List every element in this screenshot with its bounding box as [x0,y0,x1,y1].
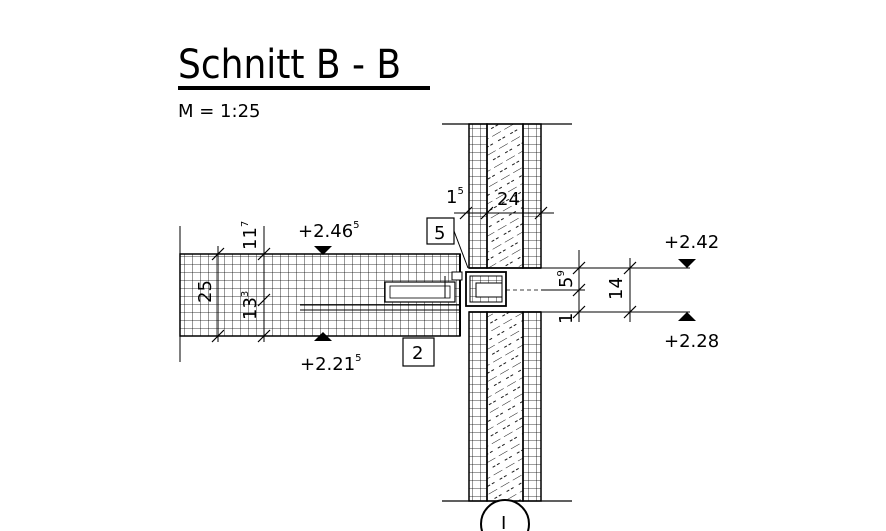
dim-joint-lower: 1 [556,313,577,324]
slab-dimensions [211,226,271,343]
wall-dimension [454,206,554,220]
dim-joint-total: 14 [606,277,627,300]
level-top-right: +2.42 [664,232,719,253]
level-bottom-left: +2.215 [300,353,362,375]
level-marker-top-right [678,259,696,268]
dim-gap: 15 [446,186,464,208]
dim-slab-total: 25 [195,280,216,303]
section-title: Schnitt B - B [178,42,401,88]
tag-2-label: 2 [412,343,423,364]
axis-marker-label: I [501,513,506,531]
axis-marker [480,499,530,531]
dim-slab-upper: 117 [240,221,261,250]
scale-label: M = 1:25 [178,101,260,122]
level-top-left: +2.465 [298,220,360,242]
dim-wall-thickness: 24 [497,189,520,210]
level-marker-top-left [314,246,332,255]
joint-opening [465,267,541,313]
dim-slab-lower: 133 [240,291,261,320]
tag-5-box [426,217,455,245]
floor-slab [179,226,463,362]
level-marker-bottom-left [314,332,332,341]
tag-5-label: 5 [434,223,445,244]
tag-2-box [402,337,435,367]
level-bottom-right: +2.28 [664,331,719,352]
level-marker-bottom-right [678,312,696,321]
joint-dimensions [541,250,690,322]
wall-lower [468,311,542,502]
wall-upper [468,123,542,269]
tag-5-leader [453,230,469,269]
dim-joint-upper: 59 [556,270,577,288]
